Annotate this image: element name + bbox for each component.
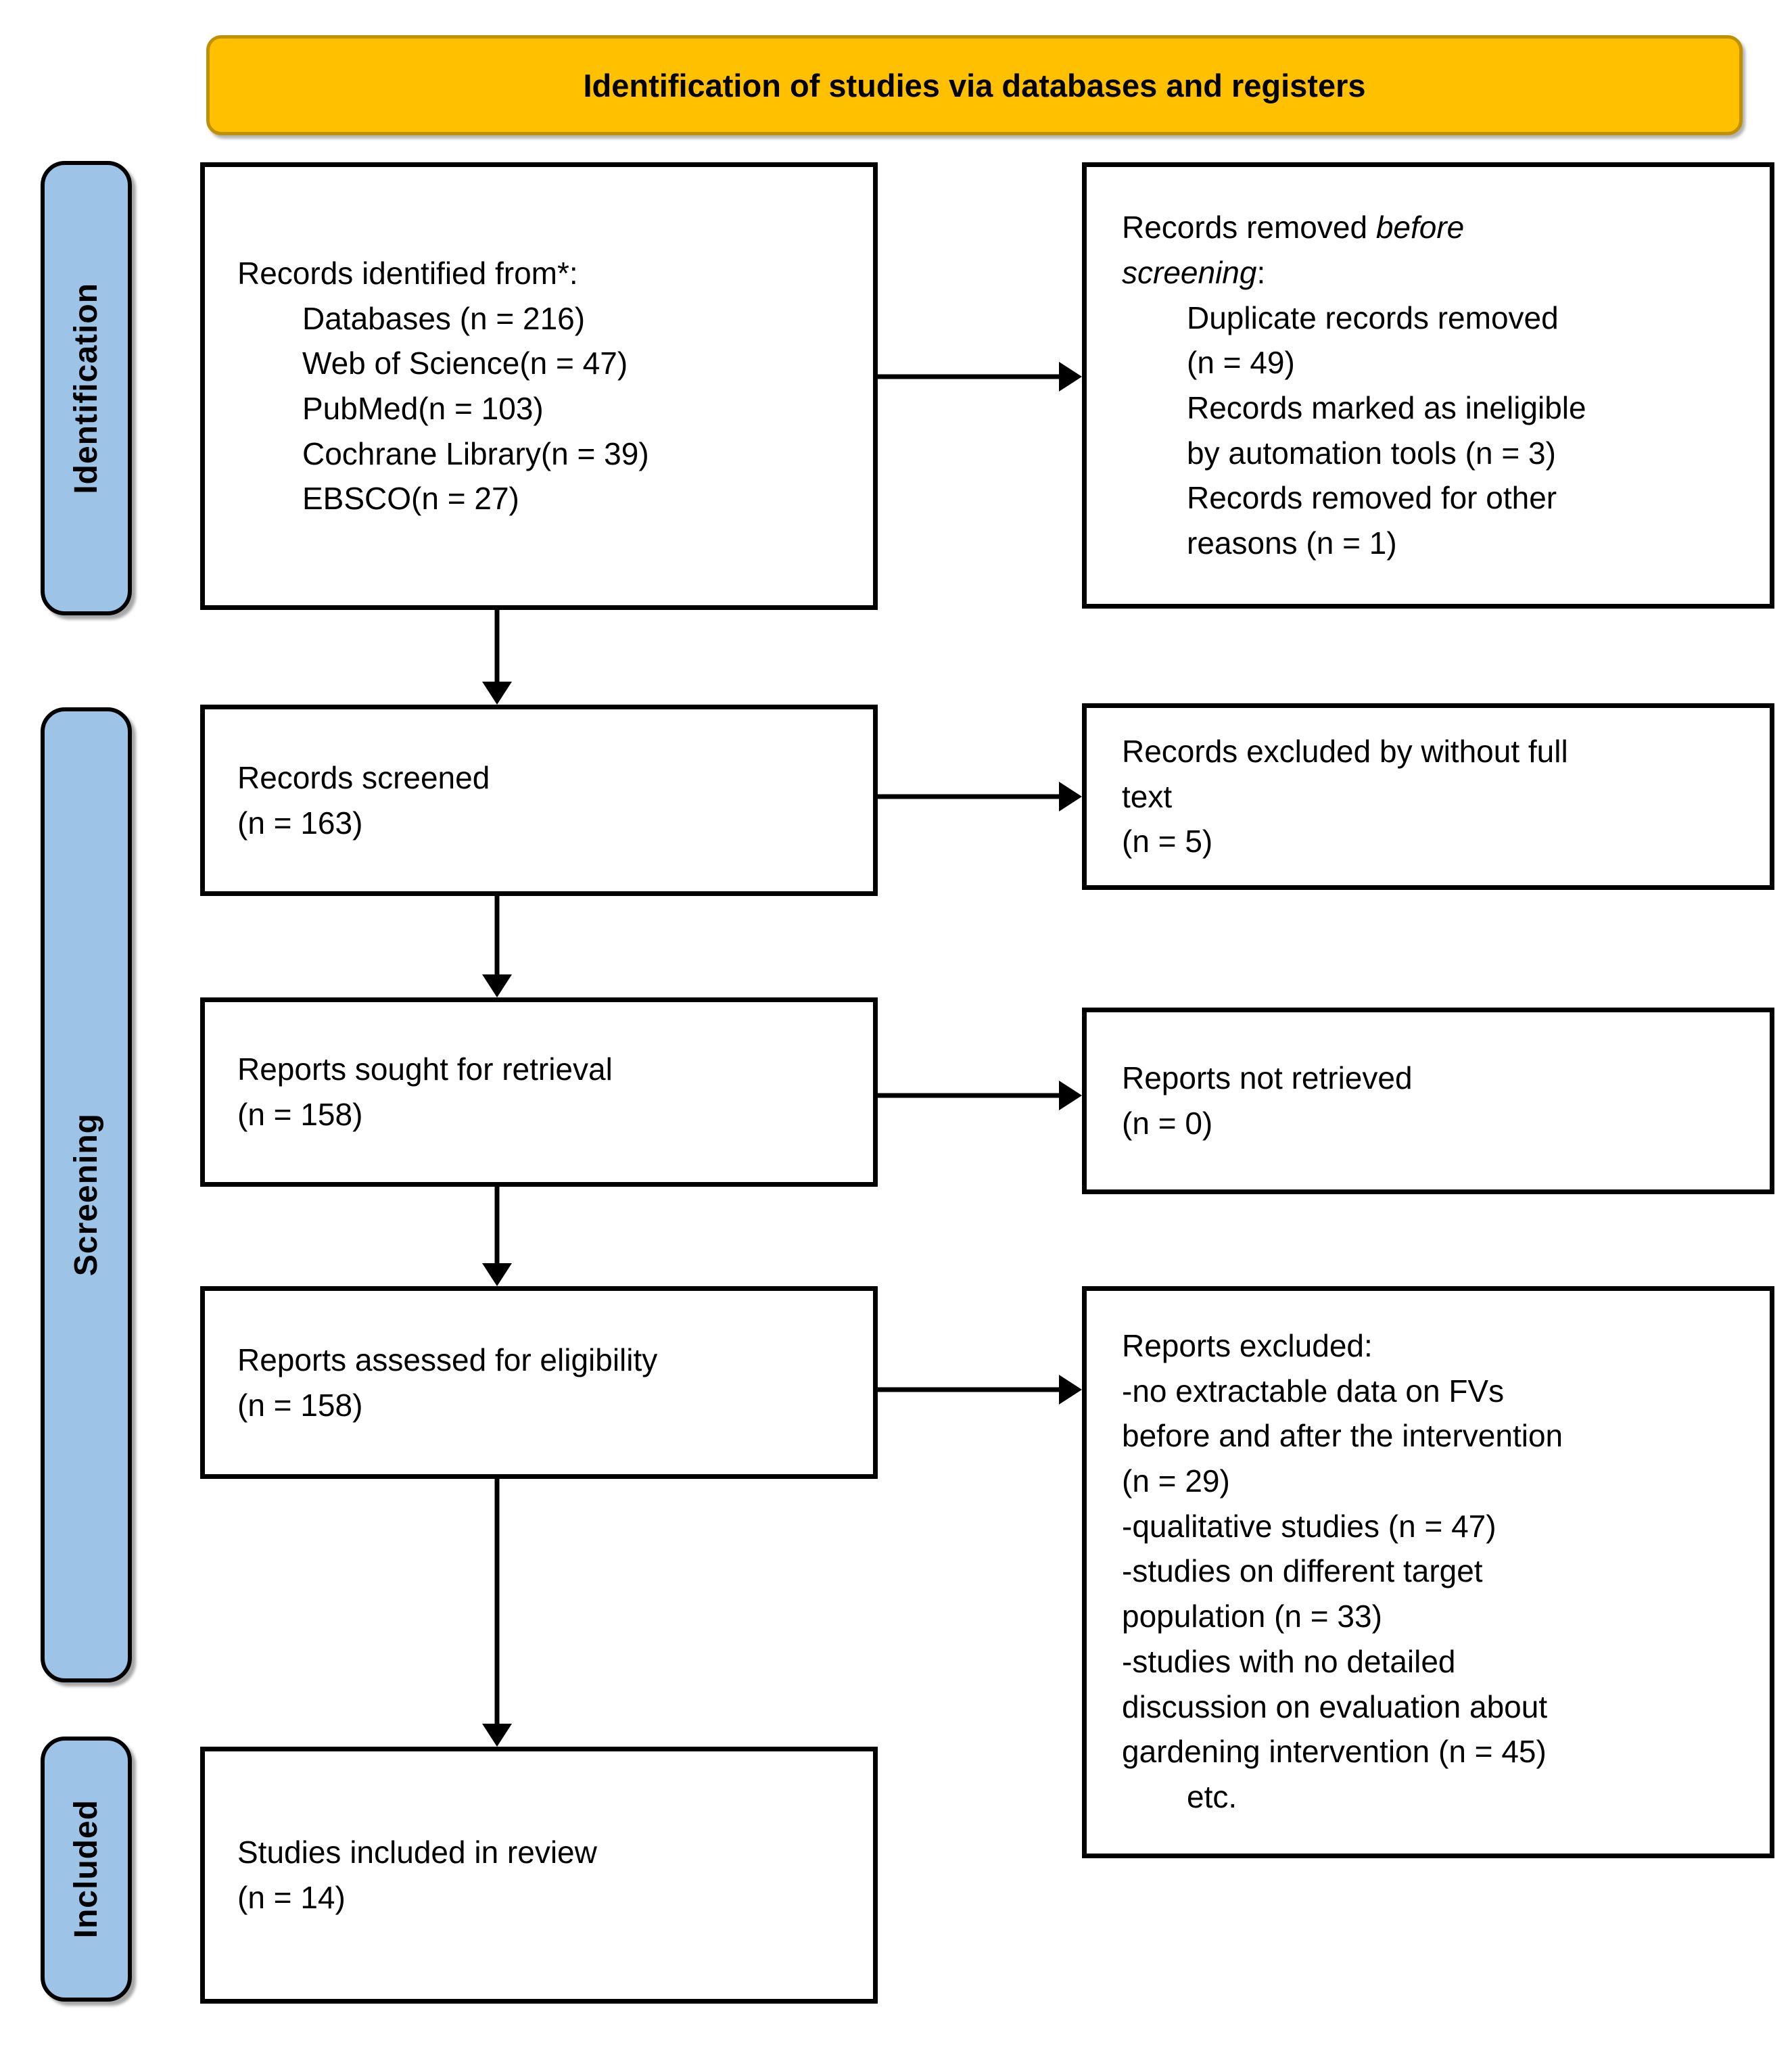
records-identified-item: Databases (n = 216) <box>302 300 586 336</box>
arrow-shaft <box>878 1093 1062 1098</box>
arrow-right-head <box>1059 1081 1082 1110</box>
reports-excluded-intro: Reports excluded: <box>1122 1328 1373 1363</box>
records-removed-item: Records marked as ineligible by automati… <box>1187 390 1586 471</box>
arrow-right-head <box>1059 782 1082 811</box>
studies-included-text: Studies included in review (n = 14) <box>237 1835 597 1915</box>
box-reports-not-retrieved: Reports not retrieved (n = 0) <box>1082 1008 1774 1194</box>
records-removed-intro-prefix: Records removed <box>1122 210 1376 245</box>
arrow-down-head <box>482 974 512 997</box>
reports-excluded-item: -no extractable data on FVs before and a… <box>1122 1373 1563 1499</box>
records-excluded-text: Records excluded by without full text (n… <box>1122 733 1568 859</box>
arrow-down-head <box>482 1263 512 1286</box>
arrow-shaft <box>494 1479 500 1726</box>
box-reports-sought: Reports sought for retrieval (n = 158) <box>200 997 878 1187</box>
arrow-shaft <box>878 794 1062 799</box>
reports-excluded-item: -studies on different target population … <box>1122 1553 1483 1634</box>
records-removed-intro: Records removed before screening: <box>1122 205 1555 295</box>
arrow-identified-to-screened <box>482 610 512 705</box>
box-reports-excluded: Reports excluded: -no extractable data o… <box>1082 1286 1774 1858</box>
records-removed-intro-suffix: : <box>1256 254 1266 290</box>
records-identified-item: Web of Science(n = 47) <box>302 346 628 381</box>
arrow-down-head <box>482 1724 512 1747</box>
diagram-title: Identification of studies via databases … <box>583 67 1366 103</box>
reports-sought-text: Reports sought for retrieval (n = 158) <box>237 1052 613 1132</box>
box-studies-included: Studies included in review (n = 14) <box>200 1747 878 2004</box>
arrow-shaft <box>878 1387 1062 1392</box>
records-screened-text: Records screened (n = 163) <box>237 759 490 841</box>
arrow-assessed-to-included <box>482 1479 512 1747</box>
arrow-right-head <box>1059 1375 1082 1405</box>
box-records-screened: Records screened (n = 163) <box>200 705 878 896</box>
stage-label-identification-text: Identification <box>68 282 104 494</box>
stage-label-screening: Screening <box>41 707 132 1682</box>
arrow-sought-to-not-retrieved <box>878 1081 1082 1110</box>
reports-excluded-footer: etc. <box>1187 1778 1237 1814</box>
arrow-identified-to-removed <box>878 362 1082 392</box>
arrow-assessed-to-reports-excluded <box>878 1375 1082 1405</box>
records-identified-intro: Records identified from*: <box>237 255 578 291</box>
arrow-shaft <box>878 374 1062 379</box>
records-removed-item: Records removed for other reasons (n = 1… <box>1187 480 1557 561</box>
diagram-title-banner: Identification of studies via databases … <box>206 35 1743 135</box>
arrow-down-head <box>482 682 512 705</box>
box-reports-assessed: Reports assessed for eligibility (n = 15… <box>200 1286 878 1479</box>
box-records-excluded: Records excluded by without full text (n… <box>1082 703 1774 890</box>
arrow-sought-to-assessed <box>482 1187 512 1286</box>
reports-excluded-item: -studies with no detailed discussion on … <box>1122 1643 1548 1770</box>
arrow-shaft <box>494 896 500 977</box>
arrow-screened-to-sought <box>482 896 512 997</box>
stage-label-included-text: Included <box>68 1799 104 1939</box>
reports-not-retrieved-text: Reports not retrieved (n = 0) <box>1122 1060 1413 1141</box>
box-records-identified: Records identified from*: Databases (n =… <box>200 162 878 610</box>
records-removed-intro-italic: before screening <box>1122 210 1465 290</box>
stage-label-screening-text: Screening <box>68 1113 104 1277</box>
records-identified-item: EBSCO(n = 27) <box>302 481 519 517</box>
arrow-right-head <box>1059 362 1082 392</box>
arrow-shaft <box>494 1187 500 1266</box>
reports-excluded-item: -qualitative studies (n = 47) <box>1122 1508 1496 1544</box>
records-identified-item: Cochrane Library(n = 39) <box>302 435 649 471</box>
records-removed-item: Duplicate records removed (n = 49) <box>1187 300 1559 381</box>
arrow-shaft <box>494 610 500 684</box>
records-identified-item: PubMed(n = 103) <box>302 391 544 426</box>
stage-label-identification: Identification <box>41 161 132 615</box>
stage-label-included: Included <box>41 1737 132 2002</box>
reports-assessed-text: Reports assessed for eligibility (n = 15… <box>237 1342 658 1423</box>
arrow-screened-to-excluded <box>878 782 1082 811</box>
box-records-removed: Records removed before screening: Duplic… <box>1082 162 1774 609</box>
